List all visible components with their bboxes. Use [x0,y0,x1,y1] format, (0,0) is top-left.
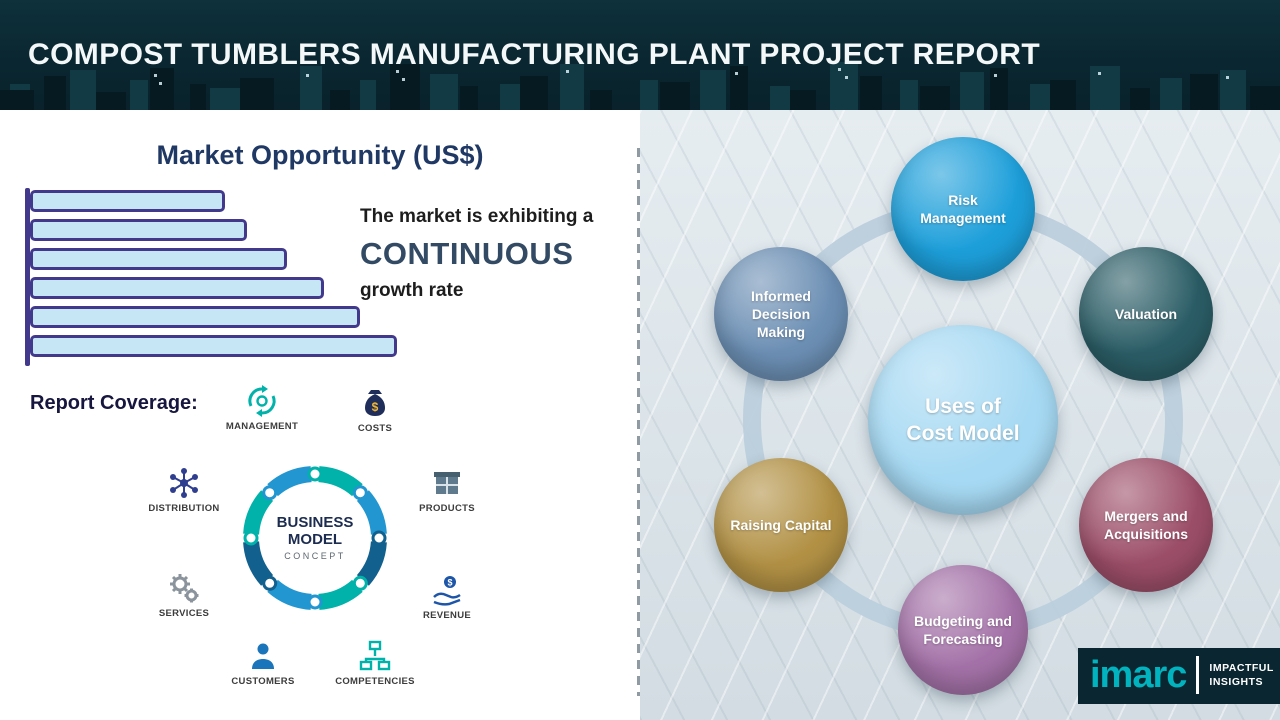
bar [30,306,361,328]
business-model-item-customers: CUSTOMERS [213,639,313,687]
business-model-diagram: BUSINESS MODEL CONCEPT [205,428,425,648]
business-model-item-services: SERVICES [134,571,234,619]
bar-chart-bars [30,190,397,364]
competencies-org-chart-icon [358,639,392,673]
right-panel: Risk Management Valuation Mergers and Ac… [640,110,1280,720]
bm-item-label: PRODUCTS [419,503,475,514]
city-skyline-silhouette [0,62,1280,110]
imarc-logo-wordmark: imarc [1090,653,1187,696]
logo-tagline-line2: INSIGHTS [1209,676,1263,688]
svg-text:$: $ [447,578,452,588]
node-label: Risk Management [920,191,1006,226]
management-recycle-idea-icon [245,384,279,418]
bm-item-label: COSTS [357,423,393,434]
business-model-item-management: MANAGEMENT [212,384,312,432]
node-label: Raising Capital [730,516,832,533]
node-label: Valuation [1114,305,1178,322]
svg-text:$: $ [372,400,379,414]
node-label: Mergers and Acquisitions [1103,507,1188,542]
logo-tagline-line1: IMPACTFUL [1209,662,1274,674]
business-model-item-revenue: $ REVENUE [397,573,497,621]
bm-center-line2: MODEL [287,530,343,548]
business-model-item-competencies: COMPETENCIES [325,639,425,687]
bm-item-label: CUSTOMERS [231,676,295,687]
growth-line-2: CONTINUOUS [360,236,574,271]
imarc-logo: imarc IMPACTFUL INSIGHTS [1078,648,1280,704]
bm-center-line3: CONCEPT [284,551,346,561]
costs-money-bag-icon: $ [358,386,392,420]
cost-model-node-budgeting-forecasting: Budgeting and Forecasting [898,565,1028,695]
distribution-network-icon [167,466,201,500]
services-gears-icon [167,571,201,605]
bar [30,335,397,357]
logo-divider-bar [1196,656,1200,694]
bm-item-label: REVENUE [422,610,472,621]
bm-item-label: MANAGEMENT [225,421,299,432]
cost-model-center-circle: Uses of Cost Model [868,325,1058,515]
cost-model-node-risk-management: Risk Management [891,137,1035,281]
report-coverage-label: Report Coverage: [30,392,198,414]
cost-model-node-raising-capital: Raising Capital [714,458,848,592]
left-panel: Market Opportunity (US$) The market is e… [0,110,640,720]
page-title: COMPOST TUMBLERS MANUFACTURING PLANT PRO… [28,38,1041,71]
growth-line-1: The market is exhibiting a [360,206,594,227]
growth-annotation: The market is exhibiting a CONTINUOUS gr… [360,206,634,302]
bm-center-line1: BUSINESS [276,514,354,531]
node-label: Informed Decision Making [751,287,811,341]
bar [30,248,287,270]
bar [30,190,225,212]
growth-line-3: growth rate [360,280,464,301]
cost-model-node-mergers-acquisitions: Mergers and Acquisitions [1079,458,1213,592]
business-model-item-products: PRODUCTS [397,466,497,514]
customers-person-icon [246,639,280,673]
bar [30,277,324,299]
revenue-hand-coin-icon: $ [430,573,464,607]
cost-model-node-informed-decision-making: Informed Decision Making [714,247,848,381]
products-box-icon [430,466,464,500]
bar [30,219,247,241]
bm-item-label: SERVICES [158,608,210,619]
bm-item-label: COMPETENCIES [335,676,415,687]
header-banner: COMPOST TUMBLERS MANUFACTURING PLANT PRO… [0,0,1280,110]
business-model-center-label: BUSINESS MODEL CONCEPT [261,484,369,592]
cost-model-node-valuation: Valuation [1079,247,1213,381]
business-model-ring [243,466,387,610]
center-label: Uses of Cost Model [878,393,1047,448]
center-label-line1: Uses of [925,394,1001,418]
center-label-line2: Cost Model [906,422,1020,445]
market-opportunity-bar-chart [25,188,397,370]
dashed-divider [637,148,640,696]
node-label: Budgeting and Forecasting [914,612,1012,647]
business-model-item-distribution: DISTRIBUTION [134,466,234,514]
bm-item-label: DISTRIBUTION [148,503,220,514]
chart-axis-line [25,188,30,366]
logo-tagline: IMPACTFUL INSIGHTS [1209,662,1273,688]
market-opportunity-title: Market Opportunity (US$) [156,140,484,170]
business-model-item-costs: $ COSTS [325,386,425,434]
